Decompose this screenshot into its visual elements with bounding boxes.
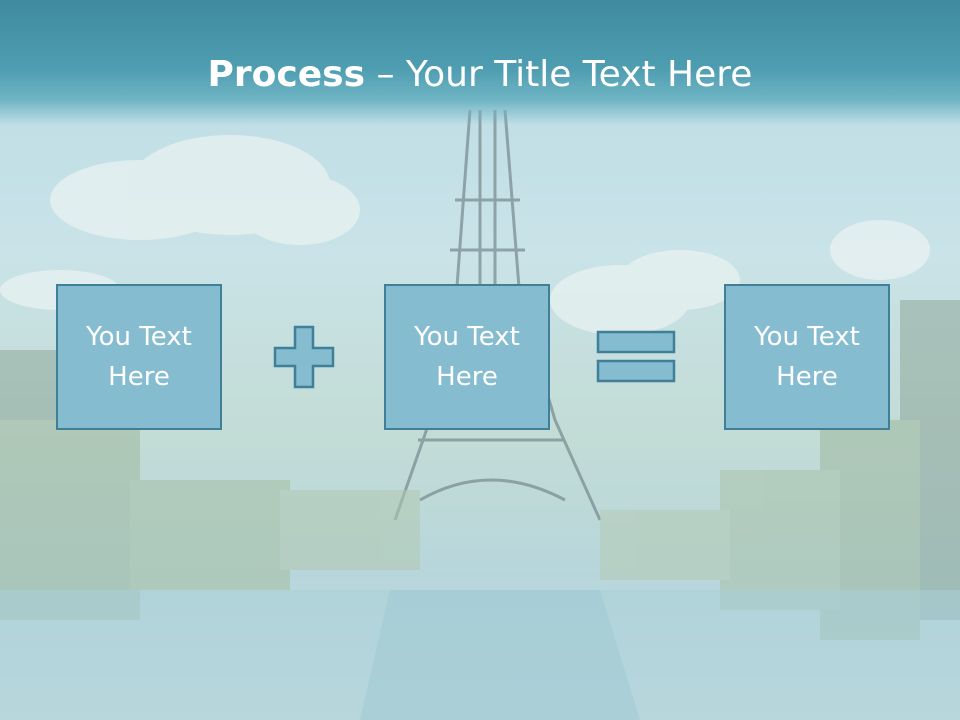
plus-icon bbox=[273, 325, 335, 389]
process-box-1-text: You Text Here bbox=[86, 322, 192, 392]
title-bar bbox=[0, 0, 960, 125]
process-box-3[interactable]: You Text Here bbox=[724, 284, 890, 430]
process-box-2[interactable]: You Text Here bbox=[384, 284, 550, 430]
title-rest: – Your Title Text Here bbox=[365, 54, 753, 95]
title-bold: Process bbox=[207, 54, 366, 95]
process-box-2-text: You Text Here bbox=[414, 322, 520, 392]
slide-title: Process – Your Title Text Here bbox=[0, 52, 960, 98]
equals-icon bbox=[596, 330, 676, 383]
process-box-3-text: You Text Here bbox=[754, 322, 860, 392]
process-box-1[interactable]: You Text Here bbox=[56, 284, 222, 430]
